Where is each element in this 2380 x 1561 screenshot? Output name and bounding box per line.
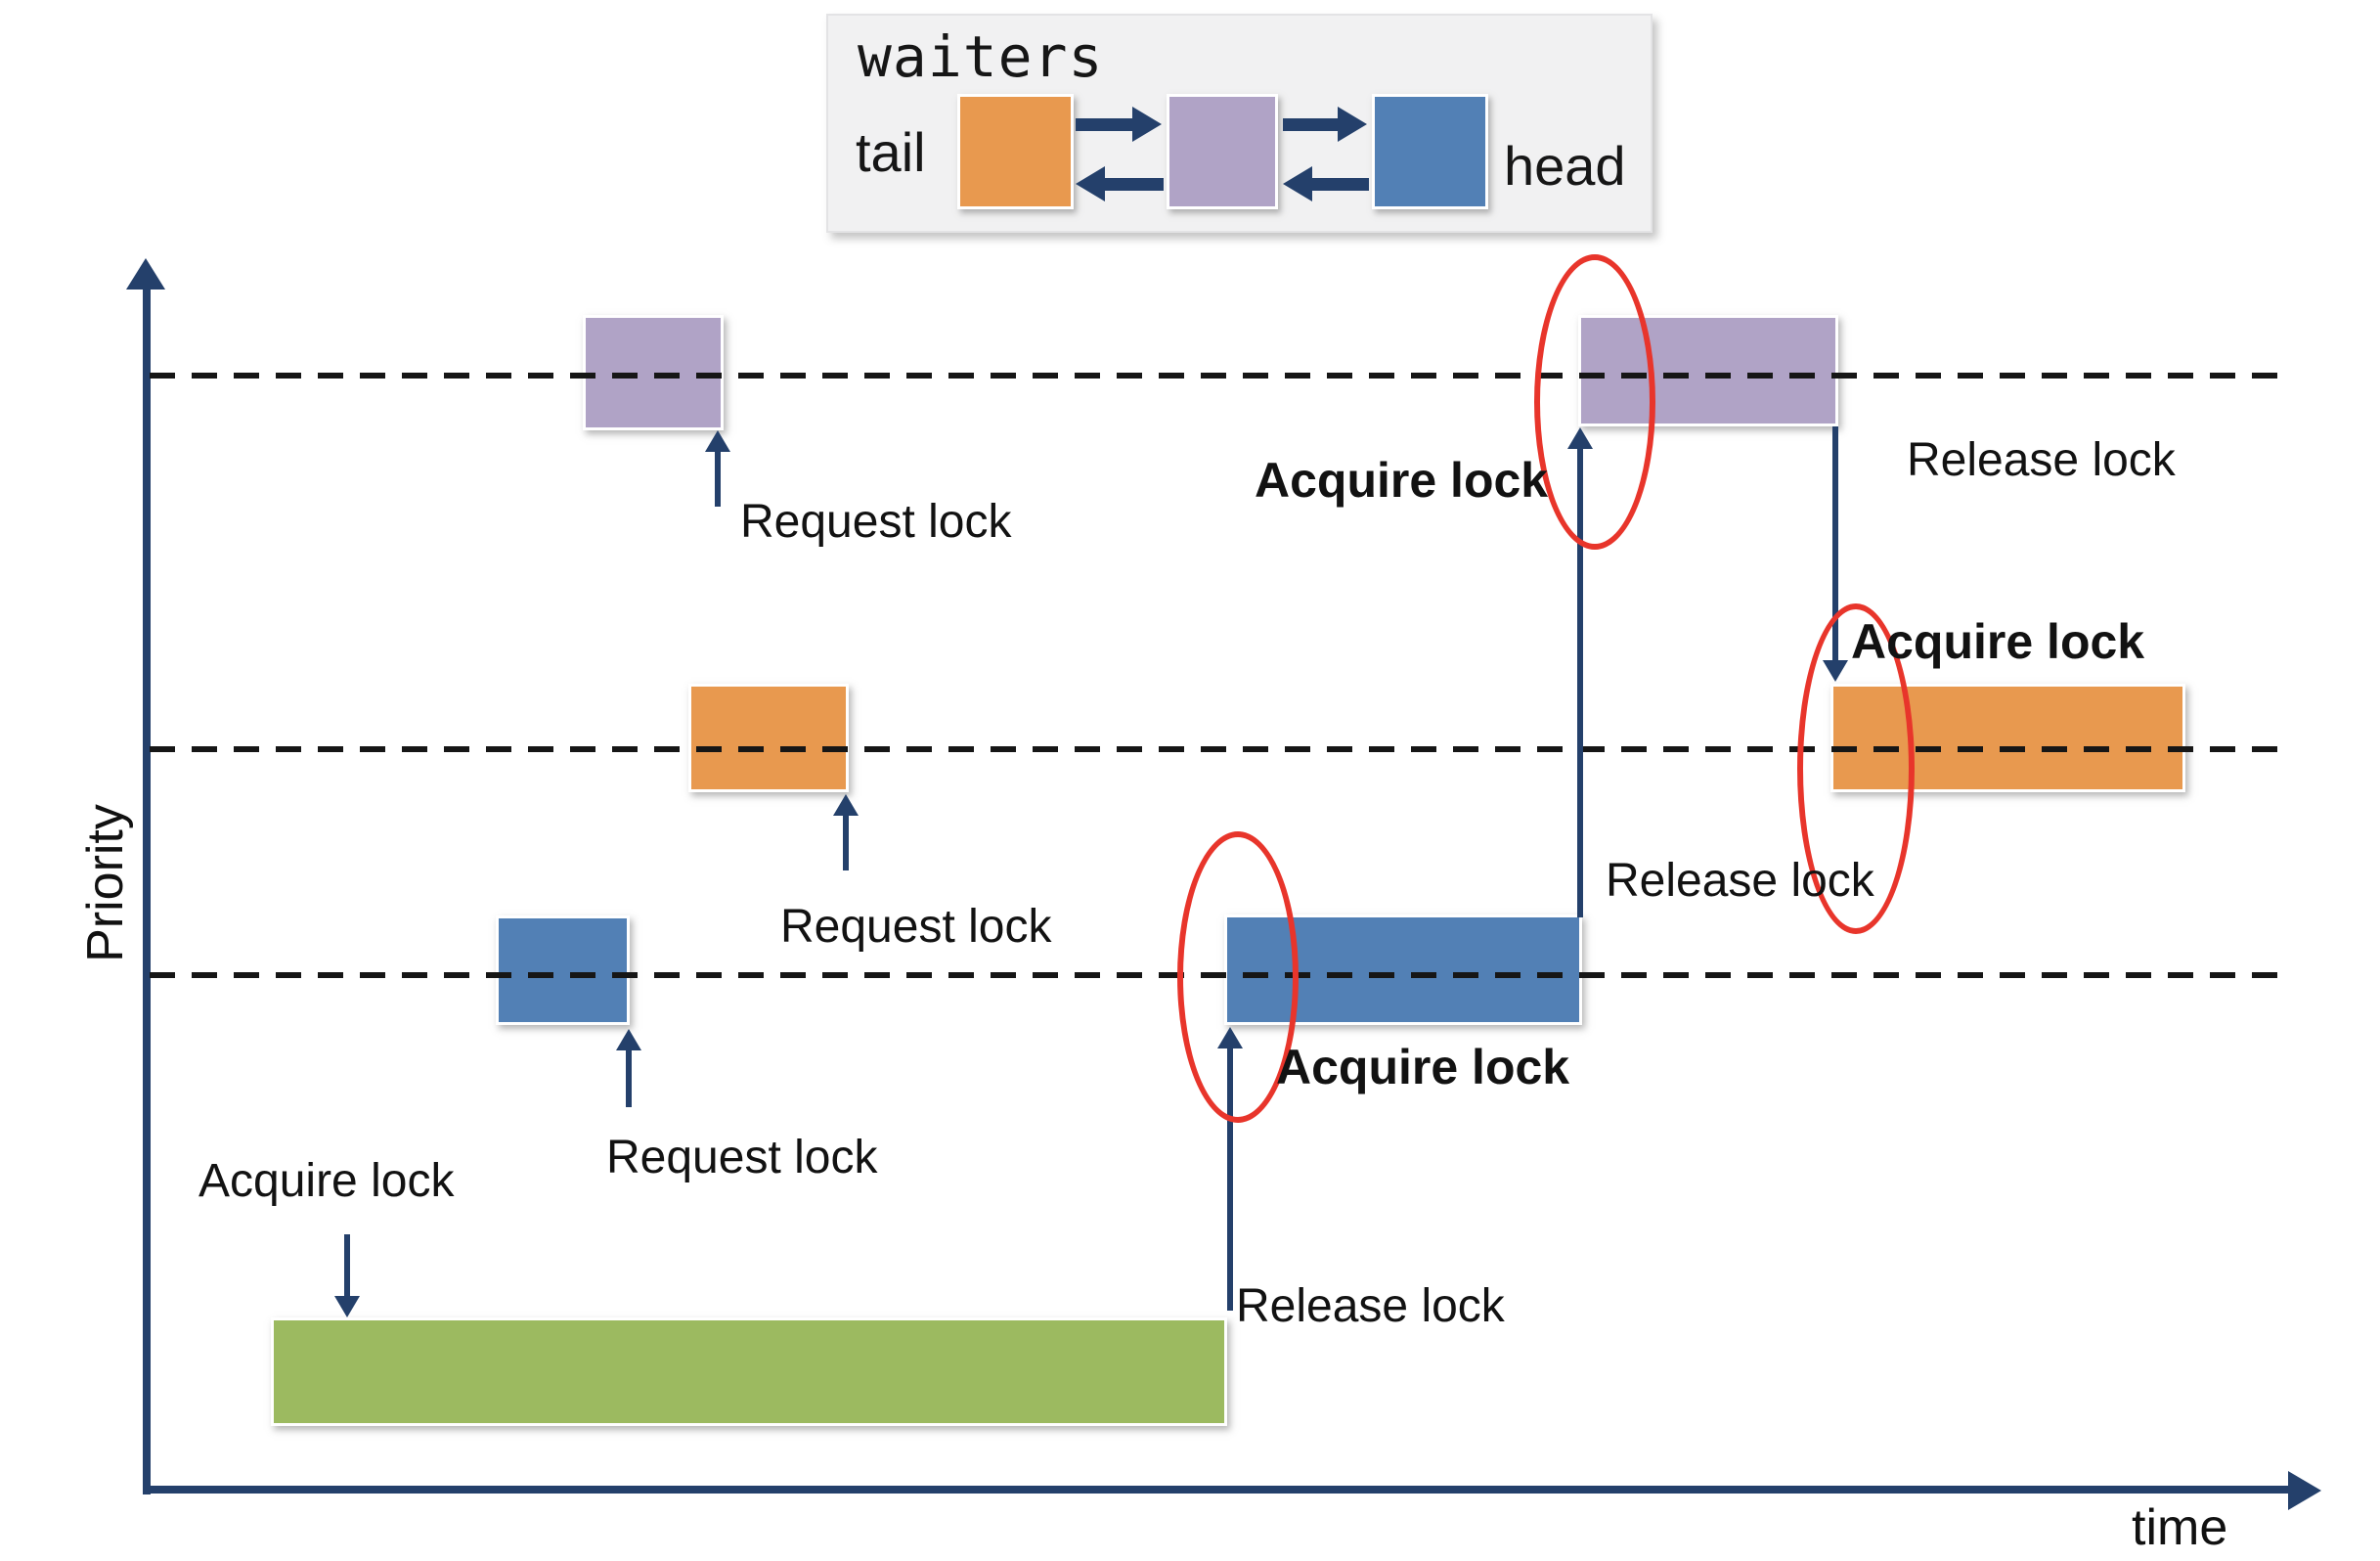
x-axis-arrowhead-icon bbox=[2288, 1471, 2321, 1510]
request-lock-arrow-blue bbox=[626, 1050, 632, 1107]
request-lock-arrow-orange bbox=[843, 816, 849, 870]
handoff-arrow-blue-to-purple bbox=[1577, 449, 1583, 917]
tail-label: tail bbox=[856, 121, 926, 183]
next-pointer-arrowhead-2-icon bbox=[1338, 107, 1367, 142]
request-lock-arrowhead-blue-icon bbox=[616, 1029, 641, 1050]
priority-axis-label: Priority bbox=[77, 804, 134, 962]
task-green-running-bar bbox=[271, 1317, 1227, 1426]
prev-pointer-arrowhead-2-icon bbox=[1283, 166, 1312, 201]
highlight-ellipse-acquire-purple bbox=[1534, 254, 1655, 550]
priority-line-high bbox=[150, 373, 2281, 379]
release-lock-label-mid: Release lock bbox=[1606, 855, 1874, 907]
acquire-lock-arrow-green bbox=[344, 1234, 350, 1296]
request-lock-label-purple: Request lock bbox=[740, 496, 1012, 548]
request-lock-arrowhead-orange-icon bbox=[833, 794, 859, 816]
request-lock-label-blue: Request lock bbox=[606, 1132, 878, 1183]
acquire-lock-label-purple: Acquire lock bbox=[1255, 453, 1549, 508]
request-lock-arrow-purple bbox=[715, 452, 721, 507]
x-axis bbox=[143, 1486, 2294, 1494]
handoff-arrow-purple-to-orange bbox=[1832, 426, 1838, 660]
highlight-ellipse-acquire-orange bbox=[1797, 603, 1915, 934]
highlight-ellipse-acquire-blue bbox=[1177, 831, 1299, 1123]
queue-node-middle-purple bbox=[1167, 94, 1278, 209]
prev-pointer-arrow-2 bbox=[1312, 178, 1369, 191]
prev-pointer-arrow-1 bbox=[1105, 178, 1164, 191]
acquire-lock-label-blue: Acquire lock bbox=[1276, 1040, 1570, 1094]
next-pointer-arrow-2 bbox=[1283, 118, 1338, 131]
waiters-title: waiters bbox=[858, 23, 1104, 90]
waiters-panel: waiters tail head bbox=[826, 14, 1653, 233]
queue-node-head-blue bbox=[1372, 94, 1488, 209]
queue-node-tail-orange bbox=[957, 94, 1074, 209]
next-pointer-arrow-1 bbox=[1076, 118, 1132, 131]
request-lock-label-orange: Request lock bbox=[780, 901, 1052, 953]
time-axis-label: time bbox=[2132, 1499, 2228, 1556]
handoff-arrow-green-to-blue bbox=[1227, 1048, 1233, 1311]
y-axis bbox=[143, 284, 151, 1494]
request-lock-arrowhead-purple-icon bbox=[705, 430, 730, 452]
task-blue-waiting-bar bbox=[496, 915, 630, 1025]
task-orange-waiting-bar bbox=[688, 684, 849, 792]
y-axis-arrowhead-icon bbox=[126, 258, 165, 290]
release-lock-label-green: Release lock bbox=[1236, 1280, 1505, 1332]
acquire-lock-label-orange: Acquire lock bbox=[1851, 614, 2145, 669]
head-label: head bbox=[1504, 135, 1626, 197]
next-pointer-arrowhead-1-icon bbox=[1132, 107, 1162, 142]
acquire-lock-arrowhead-green-icon bbox=[334, 1296, 360, 1317]
release-lock-label-top: Release lock bbox=[1907, 434, 2176, 486]
prev-pointer-arrowhead-1-icon bbox=[1076, 166, 1105, 201]
priority-line-mid bbox=[150, 746, 2281, 752]
acquire-lock-label-green: Acquire lock bbox=[198, 1155, 455, 1207]
